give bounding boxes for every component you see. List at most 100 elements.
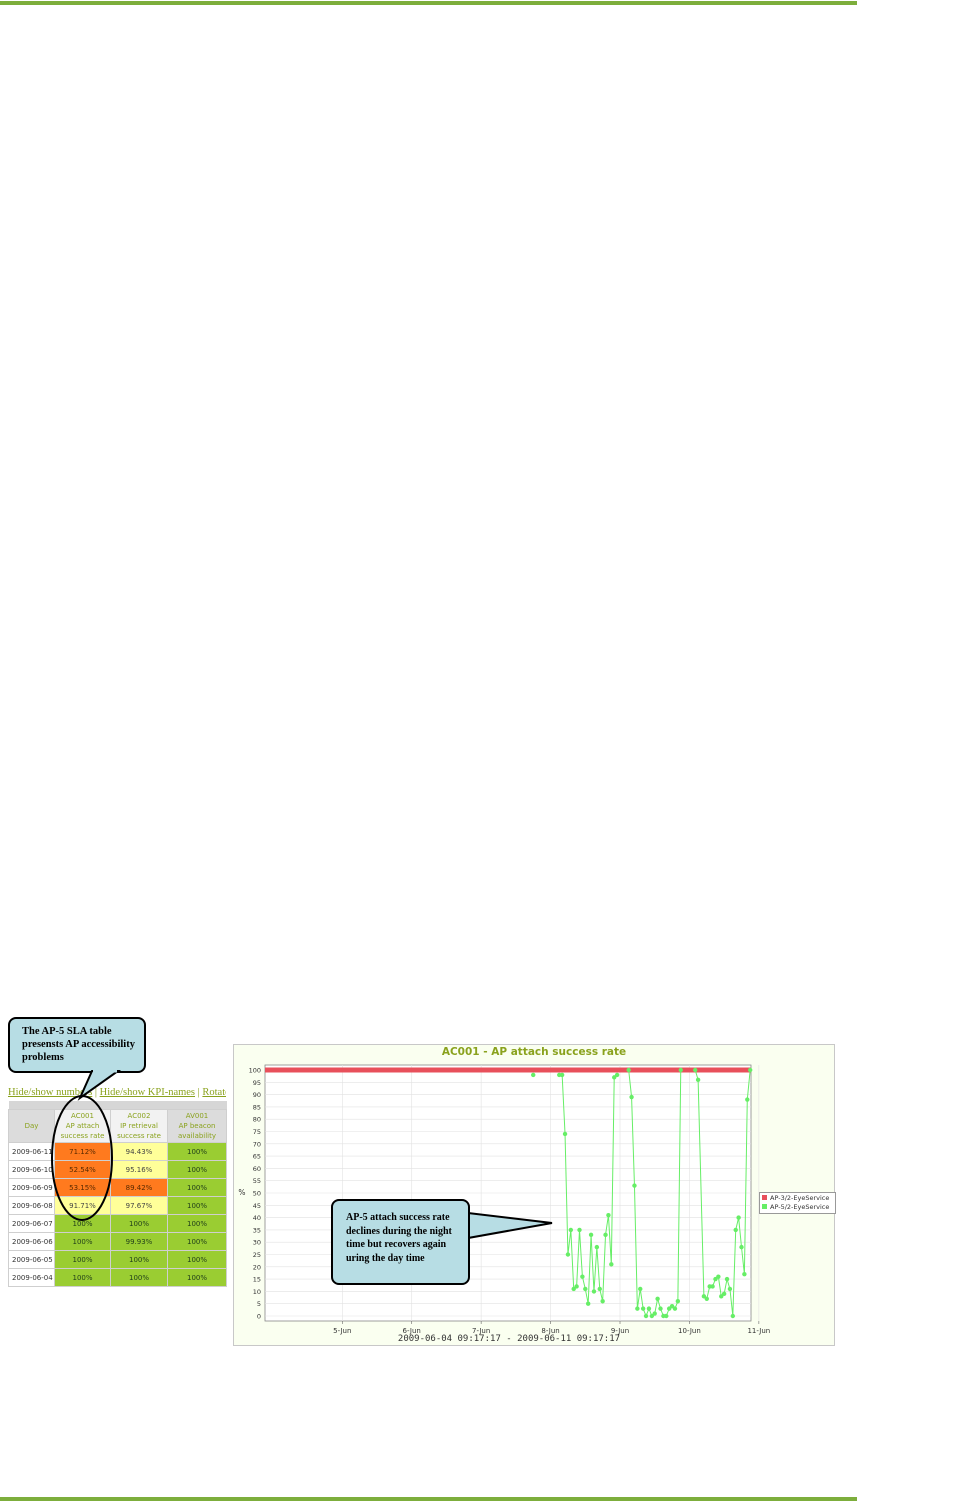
- y-axis-label: %: [238, 1188, 245, 1197]
- column-header-ac001[interactable]: AC001 AP attach success rate: [54, 1109, 111, 1143]
- link-hide-show-numbers[interactable]: Hide/show numbers: [8, 1087, 93, 1098]
- y-tick-label: 50: [253, 1190, 261, 1198]
- kpi-value-cell[interactable]: 100%: [167, 1142, 227, 1161]
- y-tick-label: 45: [253, 1202, 261, 1210]
- data-point: [626, 1067, 631, 1073]
- kpi-value-cell[interactable]: 100%: [54, 1250, 111, 1269]
- chart-callout: AP-5 attach success rate declines during…: [331, 1199, 470, 1285]
- x-tick-label: 11-Jun: [747, 1327, 770, 1335]
- data-point: [693, 1067, 698, 1073]
- y-tick-label: 0: [257, 1313, 261, 1321]
- y-tick-label: 5: [257, 1300, 261, 1308]
- kpi-value-cell[interactable]: 100%: [167, 1178, 227, 1197]
- kpi-value-cell[interactable]: 100%: [110, 1268, 168, 1287]
- data-point: [719, 1294, 724, 1299]
- data-point: [603, 1232, 608, 1238]
- chart-callout-text: AP-5 attach success rate declines during…: [346, 1212, 452, 1264]
- column-code: AC001: [71, 1112, 94, 1120]
- day-cell: 2009-06-05: [8, 1250, 55, 1269]
- data-point: [675, 1299, 681, 1304]
- data-point: [594, 1244, 600, 1250]
- data-point: [531, 1072, 536, 1078]
- kpi-value-cell[interactable]: 100%: [110, 1250, 168, 1269]
- data-point: [695, 1077, 701, 1083]
- data-point: [736, 1215, 741, 1220]
- y-tick-label: 90: [253, 1091, 261, 1099]
- chart-title: AC001 - AP attach success rate: [442, 1046, 626, 1058]
- series-layer: [265, 1067, 753, 1319]
- data-point: [562, 1131, 568, 1137]
- column-header-ac002[interactable]: AC002 IP retrieval success rate: [110, 1109, 168, 1143]
- data-point: [571, 1286, 576, 1292]
- data-point: [727, 1286, 733, 1292]
- column-code: AC002: [127, 1112, 151, 1120]
- data-point: [632, 1183, 637, 1188]
- y-tick-label: 30: [253, 1239, 261, 1247]
- kpi-value-cell[interactable]: 100%: [54, 1268, 111, 1287]
- kpi-value-cell[interactable]: 100%: [167, 1268, 227, 1287]
- data-point: [747, 1067, 753, 1073]
- data-point: [609, 1262, 614, 1267]
- y-tick-label: 95: [253, 1079, 261, 1087]
- link-hide-show-kpi-names[interactable]: Hide/show KPI-names: [99, 1087, 196, 1098]
- y-tick-label: 25: [253, 1251, 261, 1259]
- data-point: [629, 1094, 634, 1100]
- data-point: [724, 1276, 730, 1282]
- y-tick-label: 10: [253, 1288, 261, 1296]
- header-bar: [8, 1101, 227, 1110]
- kpi-value-cell[interactable]: 100%: [54, 1214, 111, 1233]
- data-point: [669, 1303, 675, 1309]
- kpi-value-cell[interactable]: 100%: [167, 1250, 227, 1269]
- data-point: [666, 1306, 672, 1311]
- day-cell: 2009-06-08: [8, 1196, 55, 1215]
- data-point: [559, 1072, 565, 1078]
- y-tick-label: 40: [253, 1214, 261, 1222]
- data-point: [612, 1075, 617, 1080]
- legend-label: AP-5/2-EyeService: [770, 1203, 830, 1211]
- sla-callout-text: The AP-5 SLA table presensts AP accessib…: [22, 1026, 135, 1063]
- kpi-value-cell[interactable]: 100%: [167, 1232, 227, 1251]
- y-tick-label: 85: [253, 1103, 261, 1111]
- column-code: AV001: [185, 1112, 209, 1120]
- y-tick-label: 80: [253, 1116, 261, 1124]
- kpi-value-cell[interactable]: 71.12%: [54, 1142, 111, 1161]
- data-point: [588, 1232, 594, 1238]
- data-point: [664, 1313, 669, 1319]
- y-tick-label: 75: [253, 1128, 261, 1136]
- data-point: [643, 1313, 649, 1319]
- data-point: [577, 1227, 582, 1233]
- y-tick-label: 55: [253, 1177, 261, 1185]
- kpi-value-cell[interactable]: 100%: [167, 1160, 227, 1179]
- x-axis-label: 2009-06-04 09:17:17 - 2009-06-11 09:17:1…: [398, 1334, 620, 1344]
- legend-label: AP-3/2-EyeService: [770, 1194, 830, 1202]
- column-header-av001[interactable]: AV001 AP beacon availability: [167, 1109, 227, 1143]
- link-rotate-kpi[interactable]: Rotate KPI-co: [202, 1087, 226, 1098]
- data-point: [652, 1311, 657, 1316]
- kpi-value-cell[interactable]: 100%: [167, 1196, 227, 1215]
- kpi-value-cell[interactable]: 89.42%: [110, 1178, 168, 1197]
- data-point: [704, 1296, 709, 1301]
- y-tick-label: 100: [249, 1067, 261, 1075]
- sla-callout: The AP-5 SLA table presensts AP accessib…: [8, 1017, 146, 1073]
- table-links: Hide/show numbers | Hide/show KPI-names …: [8, 1087, 226, 1101]
- data-point: [721, 1291, 727, 1297]
- data-point: [565, 1252, 571, 1257]
- data-point: [649, 1313, 655, 1319]
- kpi-value-cell[interactable]: 97.67%: [110, 1196, 168, 1215]
- data-point: [574, 1284, 579, 1289]
- data-point: [585, 1301, 591, 1306]
- kpi-value-cell[interactable]: 95.16%: [110, 1160, 168, 1179]
- legend-item: AP-5/2-EyeService: [762, 1203, 833, 1212]
- kpi-value-cell[interactable]: 94.43%: [110, 1142, 168, 1161]
- data-point: [568, 1227, 574, 1233]
- kpi-value-cell[interactable]: 100%: [167, 1214, 227, 1233]
- column-name: AP attach success rate: [60, 1122, 105, 1140]
- highlight-ellipse: [51, 1095, 113, 1221]
- x-tick-label: 7-Jun: [472, 1327, 490, 1335]
- data-point: [580, 1274, 585, 1279]
- bottom-rule: [0, 1497, 857, 1501]
